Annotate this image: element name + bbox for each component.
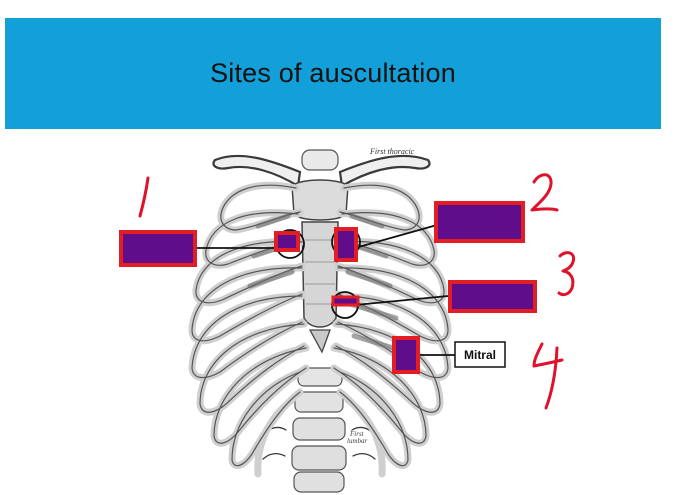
redacted-site-marker-1 [274, 231, 300, 252]
redacted-label-boxes [119, 201, 537, 374]
slide-title: Sites of auscultation [210, 58, 456, 88]
rib-cage-illustration [188, 149, 452, 493]
handwritten-number-3 [557, 251, 576, 297]
redacted-site-marker-4 [392, 336, 420, 374]
handwritten-number-4 [532, 342, 564, 410]
label-first: First [349, 430, 365, 438]
redacted-box-2 [434, 201, 525, 243]
redacted-box-1 [119, 230, 197, 267]
left-ribs [188, 181, 310, 478]
redacted-site-marker-3 [331, 295, 360, 307]
label-lumbar: lumbar [347, 437, 368, 445]
title-banner: Sites of auscultation [5, 18, 661, 129]
clavicles [212, 154, 431, 188]
handwritten-number-1 [138, 176, 150, 218]
handwritten-number-2 [530, 173, 559, 212]
redacted-site-marker-2 [334, 227, 358, 262]
mitral-label-box: Mitral [454, 341, 506, 368]
redacted-box-3 [448, 280, 537, 313]
mitral-label: Mitral [464, 348, 496, 362]
label-first-thoracic: First thoracic [369, 147, 415, 156]
handwritten-annotations [138, 173, 576, 410]
